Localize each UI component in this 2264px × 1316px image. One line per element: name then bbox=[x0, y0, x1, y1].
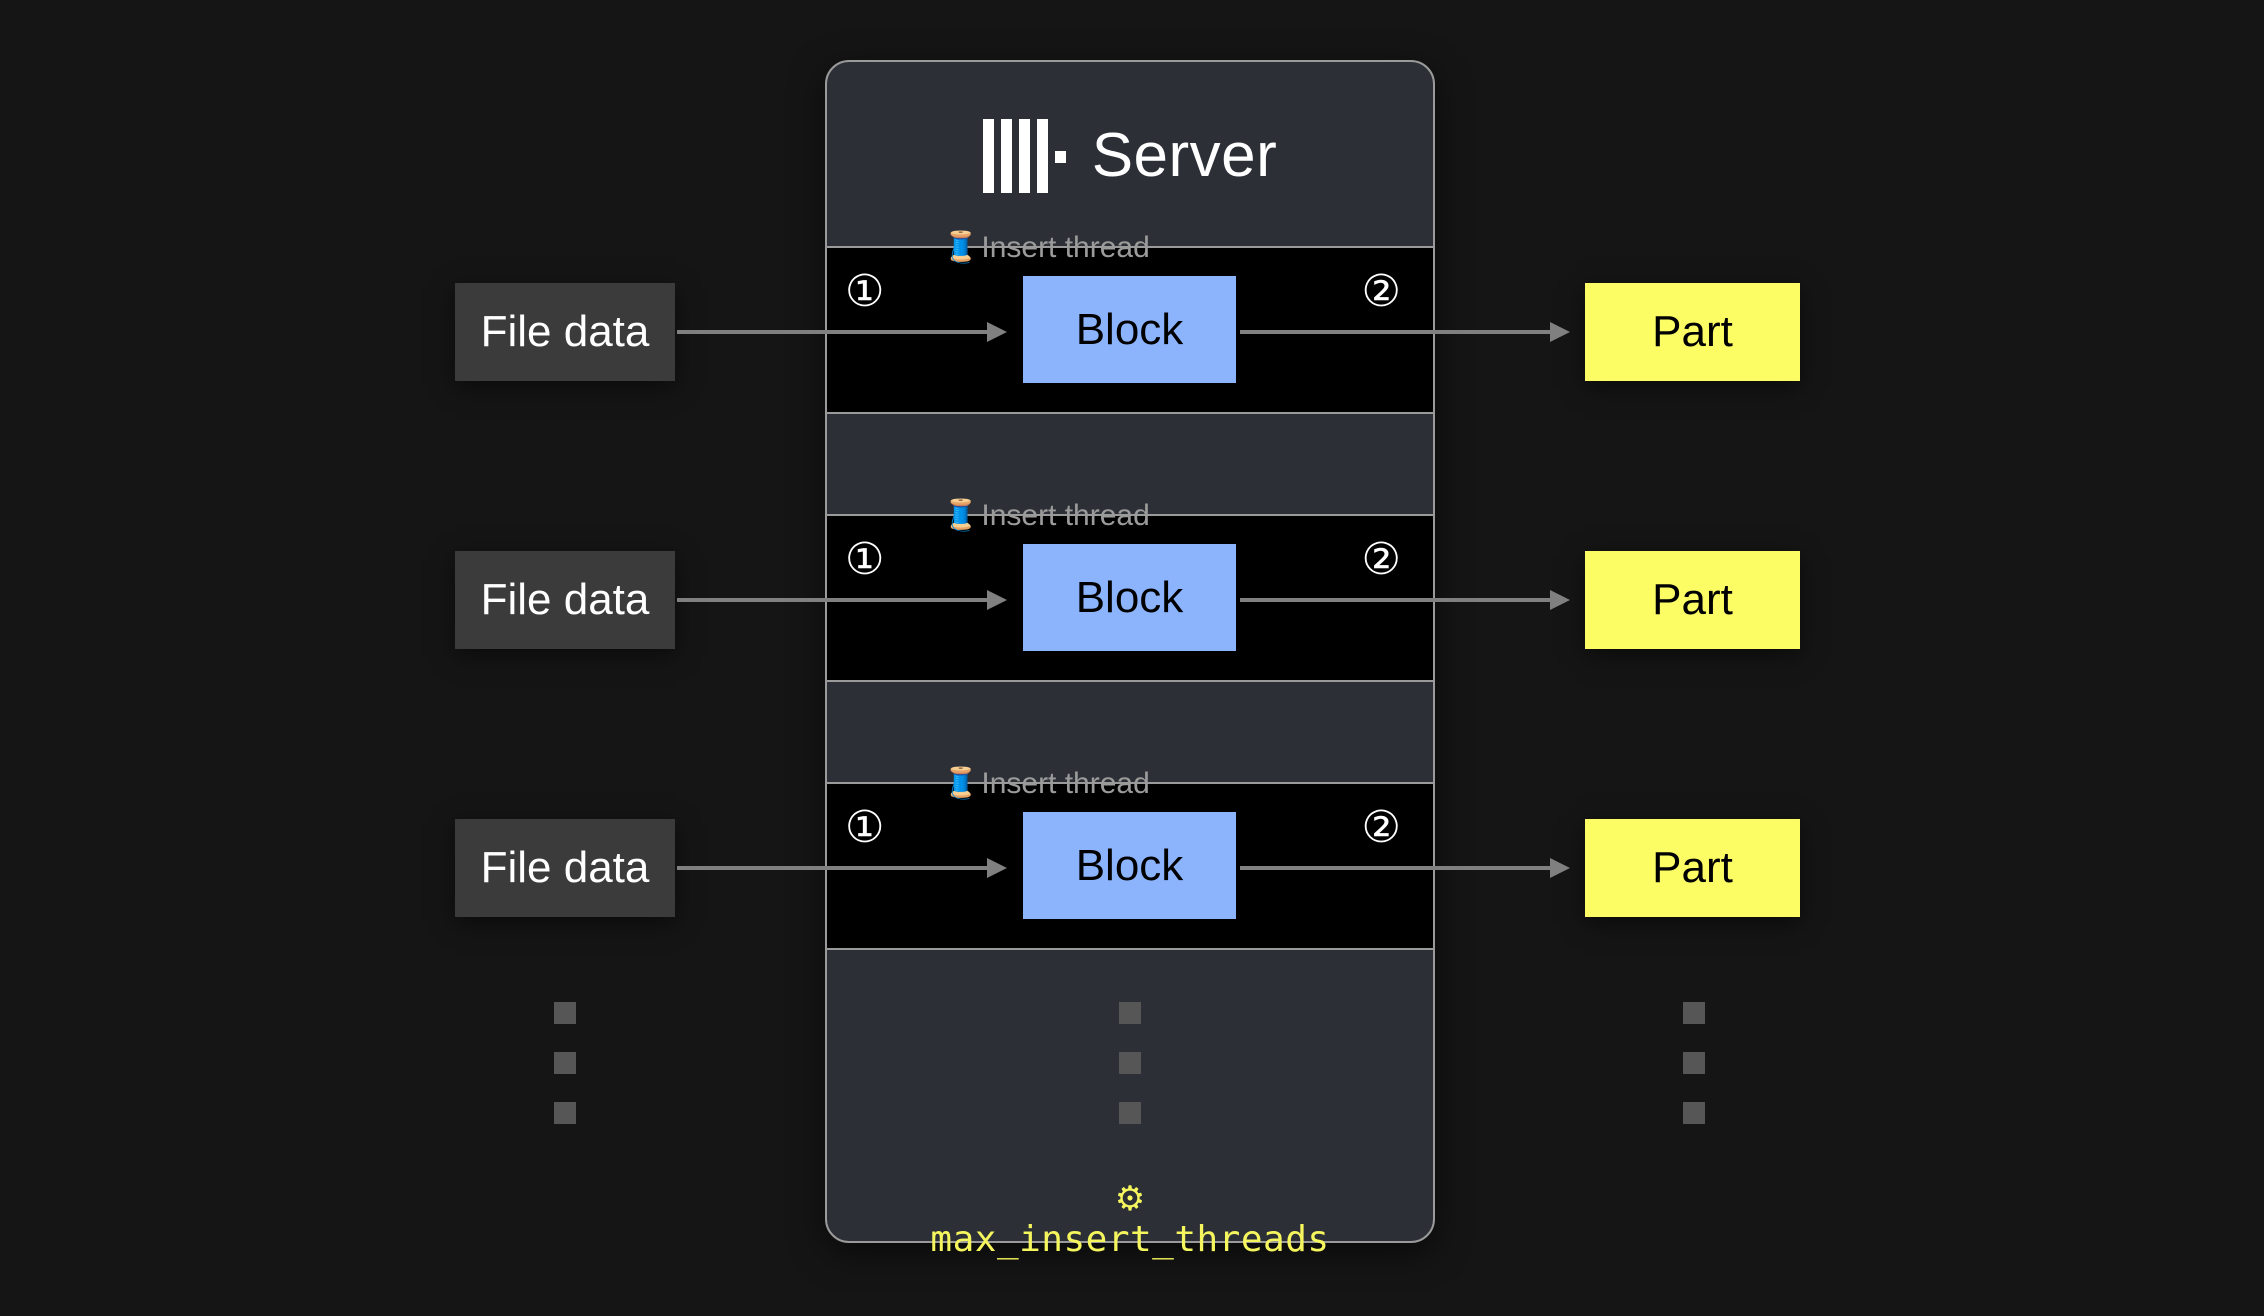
block-label: Block bbox=[1075, 572, 1184, 622]
max-insert-threads-annotation: ⚙ max_insert_threads bbox=[827, 1182, 1433, 1258]
part-box-2: Part bbox=[1585, 551, 1800, 649]
block-box-3: Block bbox=[1023, 812, 1236, 919]
file-data-box-2: File data bbox=[455, 551, 675, 649]
insert-thread-text: Insert thread bbox=[981, 767, 1150, 800]
step-number-out-2: ② bbox=[1361, 535, 1401, 584]
insert-thread-label-2: 🧵 Insert thread bbox=[942, 496, 1150, 536]
block-box-1: Block bbox=[1023, 276, 1236, 383]
logo-bar bbox=[1036, 119, 1048, 193]
part-label: Part bbox=[1652, 575, 1733, 624]
arrow-head-icon bbox=[1550, 322, 1570, 342]
block-label: Block bbox=[1075, 304, 1184, 354]
block-label: Block bbox=[1075, 840, 1184, 890]
clickhouse-logo-icon bbox=[982, 119, 1066, 193]
step-number-in-2: ① bbox=[845, 535, 885, 584]
file-data-label: File data bbox=[480, 843, 650, 892]
arrow-file-to-block-3 bbox=[677, 858, 1007, 878]
ellipsis-square bbox=[1119, 1002, 1141, 1024]
arrow-head-icon bbox=[987, 858, 1007, 878]
arrow-head-icon bbox=[1550, 590, 1570, 610]
arrow-shaft bbox=[1240, 330, 1552, 334]
part-box-1: Part bbox=[1585, 283, 1800, 381]
arrow-shaft bbox=[1240, 598, 1552, 602]
ellipsis-column-middle bbox=[1119, 1002, 1141, 1124]
logo-bar bbox=[982, 119, 994, 193]
ellipsis-square bbox=[1119, 1052, 1141, 1074]
ellipsis-square bbox=[554, 1002, 576, 1024]
arrow-shaft bbox=[1240, 866, 1552, 870]
file-data-label: File data bbox=[480, 307, 650, 356]
step-number-in-1: ① bbox=[845, 267, 885, 316]
ellipsis-square bbox=[554, 1102, 576, 1124]
arrow-block-to-part-3 bbox=[1240, 858, 1570, 878]
step-number-out-1: ② bbox=[1361, 267, 1401, 316]
block-box-2: Block bbox=[1023, 544, 1236, 651]
arrow-shaft bbox=[677, 598, 989, 602]
file-data-box-3: File data bbox=[455, 819, 675, 917]
thread-spool-icon: 🧵 bbox=[942, 231, 980, 264]
part-label: Part bbox=[1652, 307, 1733, 356]
step-number-in-3: ① bbox=[845, 803, 885, 852]
insert-thread-label-3: 🧵 Insert thread bbox=[942, 764, 1150, 804]
logo-dot bbox=[1054, 151, 1066, 163]
insert-thread-text: Insert thread bbox=[981, 499, 1150, 532]
arrow-file-to-block-1 bbox=[677, 322, 1007, 342]
ellipsis-square bbox=[1683, 1002, 1705, 1024]
ellipsis-column-right bbox=[1683, 1002, 1705, 1124]
arrow-shaft bbox=[677, 330, 989, 334]
file-data-label: File data bbox=[480, 575, 650, 624]
logo-bar bbox=[1018, 119, 1030, 193]
server-header: Server bbox=[827, 110, 1433, 202]
logo-bar bbox=[1000, 119, 1012, 193]
insert-thread-label-1: 🧵 Insert thread bbox=[942, 228, 1150, 268]
step-number-out-3: ② bbox=[1361, 803, 1401, 852]
server-title: Server bbox=[1091, 121, 1278, 190]
part-label: Part bbox=[1652, 843, 1733, 892]
arrow-head-icon bbox=[987, 590, 1007, 610]
thread-spool-icon: 🧵 bbox=[942, 499, 980, 532]
insert-thread-text: Insert thread bbox=[981, 231, 1150, 264]
ellipsis-square bbox=[1683, 1052, 1705, 1074]
arrow-block-to-part-1 bbox=[1240, 322, 1570, 342]
arrow-shaft bbox=[677, 866, 989, 870]
server-panel: Server 🧵 Insert thread ① ② Block 🧵 Inser… bbox=[825, 60, 1435, 1258]
ellipsis-square bbox=[554, 1052, 576, 1074]
ellipsis-square bbox=[1683, 1102, 1705, 1124]
file-data-box-1: File data bbox=[455, 283, 675, 381]
ellipsis-square bbox=[1119, 1102, 1141, 1124]
ellipsis-column-left bbox=[554, 1002, 576, 1124]
thread-spool-icon: 🧵 bbox=[942, 767, 980, 800]
setting-name-label: max_insert_threads bbox=[930, 1219, 1330, 1260]
arrow-block-to-part-2 bbox=[1240, 590, 1570, 610]
arrow-file-to-block-2 bbox=[677, 590, 1007, 610]
gear-icon: ⚙ bbox=[1114, 1180, 1146, 1218]
arrow-head-icon bbox=[987, 322, 1007, 342]
part-box-3: Part bbox=[1585, 819, 1800, 917]
arrow-head-icon bbox=[1550, 858, 1570, 878]
